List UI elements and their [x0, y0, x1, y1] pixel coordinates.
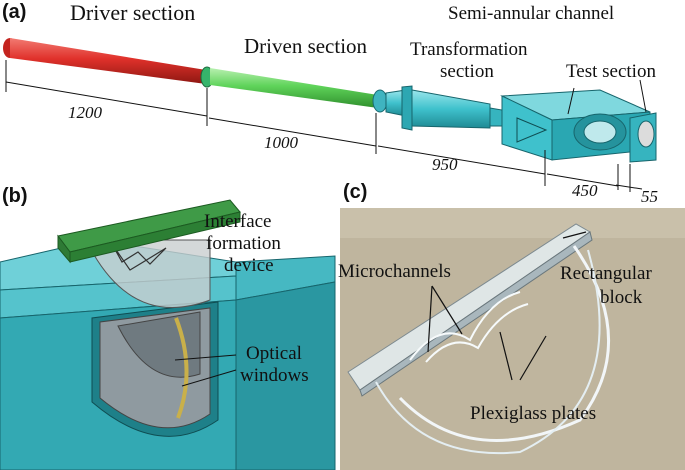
- optical-windows-label-line2: windows: [240, 365, 309, 386]
- dimension-450: 450: [572, 181, 598, 200]
- plexiglass-plates-label: Plexiglass plates: [470, 403, 597, 424]
- interface-device-label-line2: formation: [206, 233, 281, 254]
- transformation-label-line1: Transformation: [410, 39, 528, 60]
- dimension-1200: 1200: [68, 103, 102, 122]
- dimension-1000: 1000: [264, 133, 298, 152]
- semi-annular-channel-label: Semi-annular channel: [448, 3, 615, 24]
- panel-b-drawing: [0, 180, 336, 470]
- dimension-950: 950: [432, 155, 458, 174]
- flange-2: [372, 89, 388, 113]
- panel-b-tag: (b): [2, 185, 28, 207]
- interface-device-label-line3: device: [224, 255, 274, 276]
- panel-c-tag: (c): [343, 181, 368, 203]
- optical-windows-label-line1: Optical: [246, 343, 302, 364]
- panel-a-tag: (a): [2, 1, 27, 23]
- driven-section-label: Driven section: [244, 34, 368, 58]
- microchannels-label: Microchannels: [338, 261, 451, 282]
- dimension-lines: [5, 60, 647, 192]
- driven-tube: [210, 68, 378, 108]
- driver-section-label: Driver section: [70, 0, 196, 25]
- test-box: [500, 89, 657, 163]
- dimension-55: 55: [641, 187, 658, 206]
- transformation-label-line2: section: [440, 61, 494, 82]
- driver-tube: [3, 38, 206, 84]
- test-section-label: Test section: [566, 61, 656, 82]
- panel-c-photo: [340, 208, 685, 470]
- transformation-body: [385, 85, 503, 131]
- rectangular-block-label-line2: block: [600, 287, 643, 308]
- interface-device-label-line1: Interface: [204, 211, 272, 232]
- rectangular-block-label-line1: Rectangular: [560, 263, 652, 284]
